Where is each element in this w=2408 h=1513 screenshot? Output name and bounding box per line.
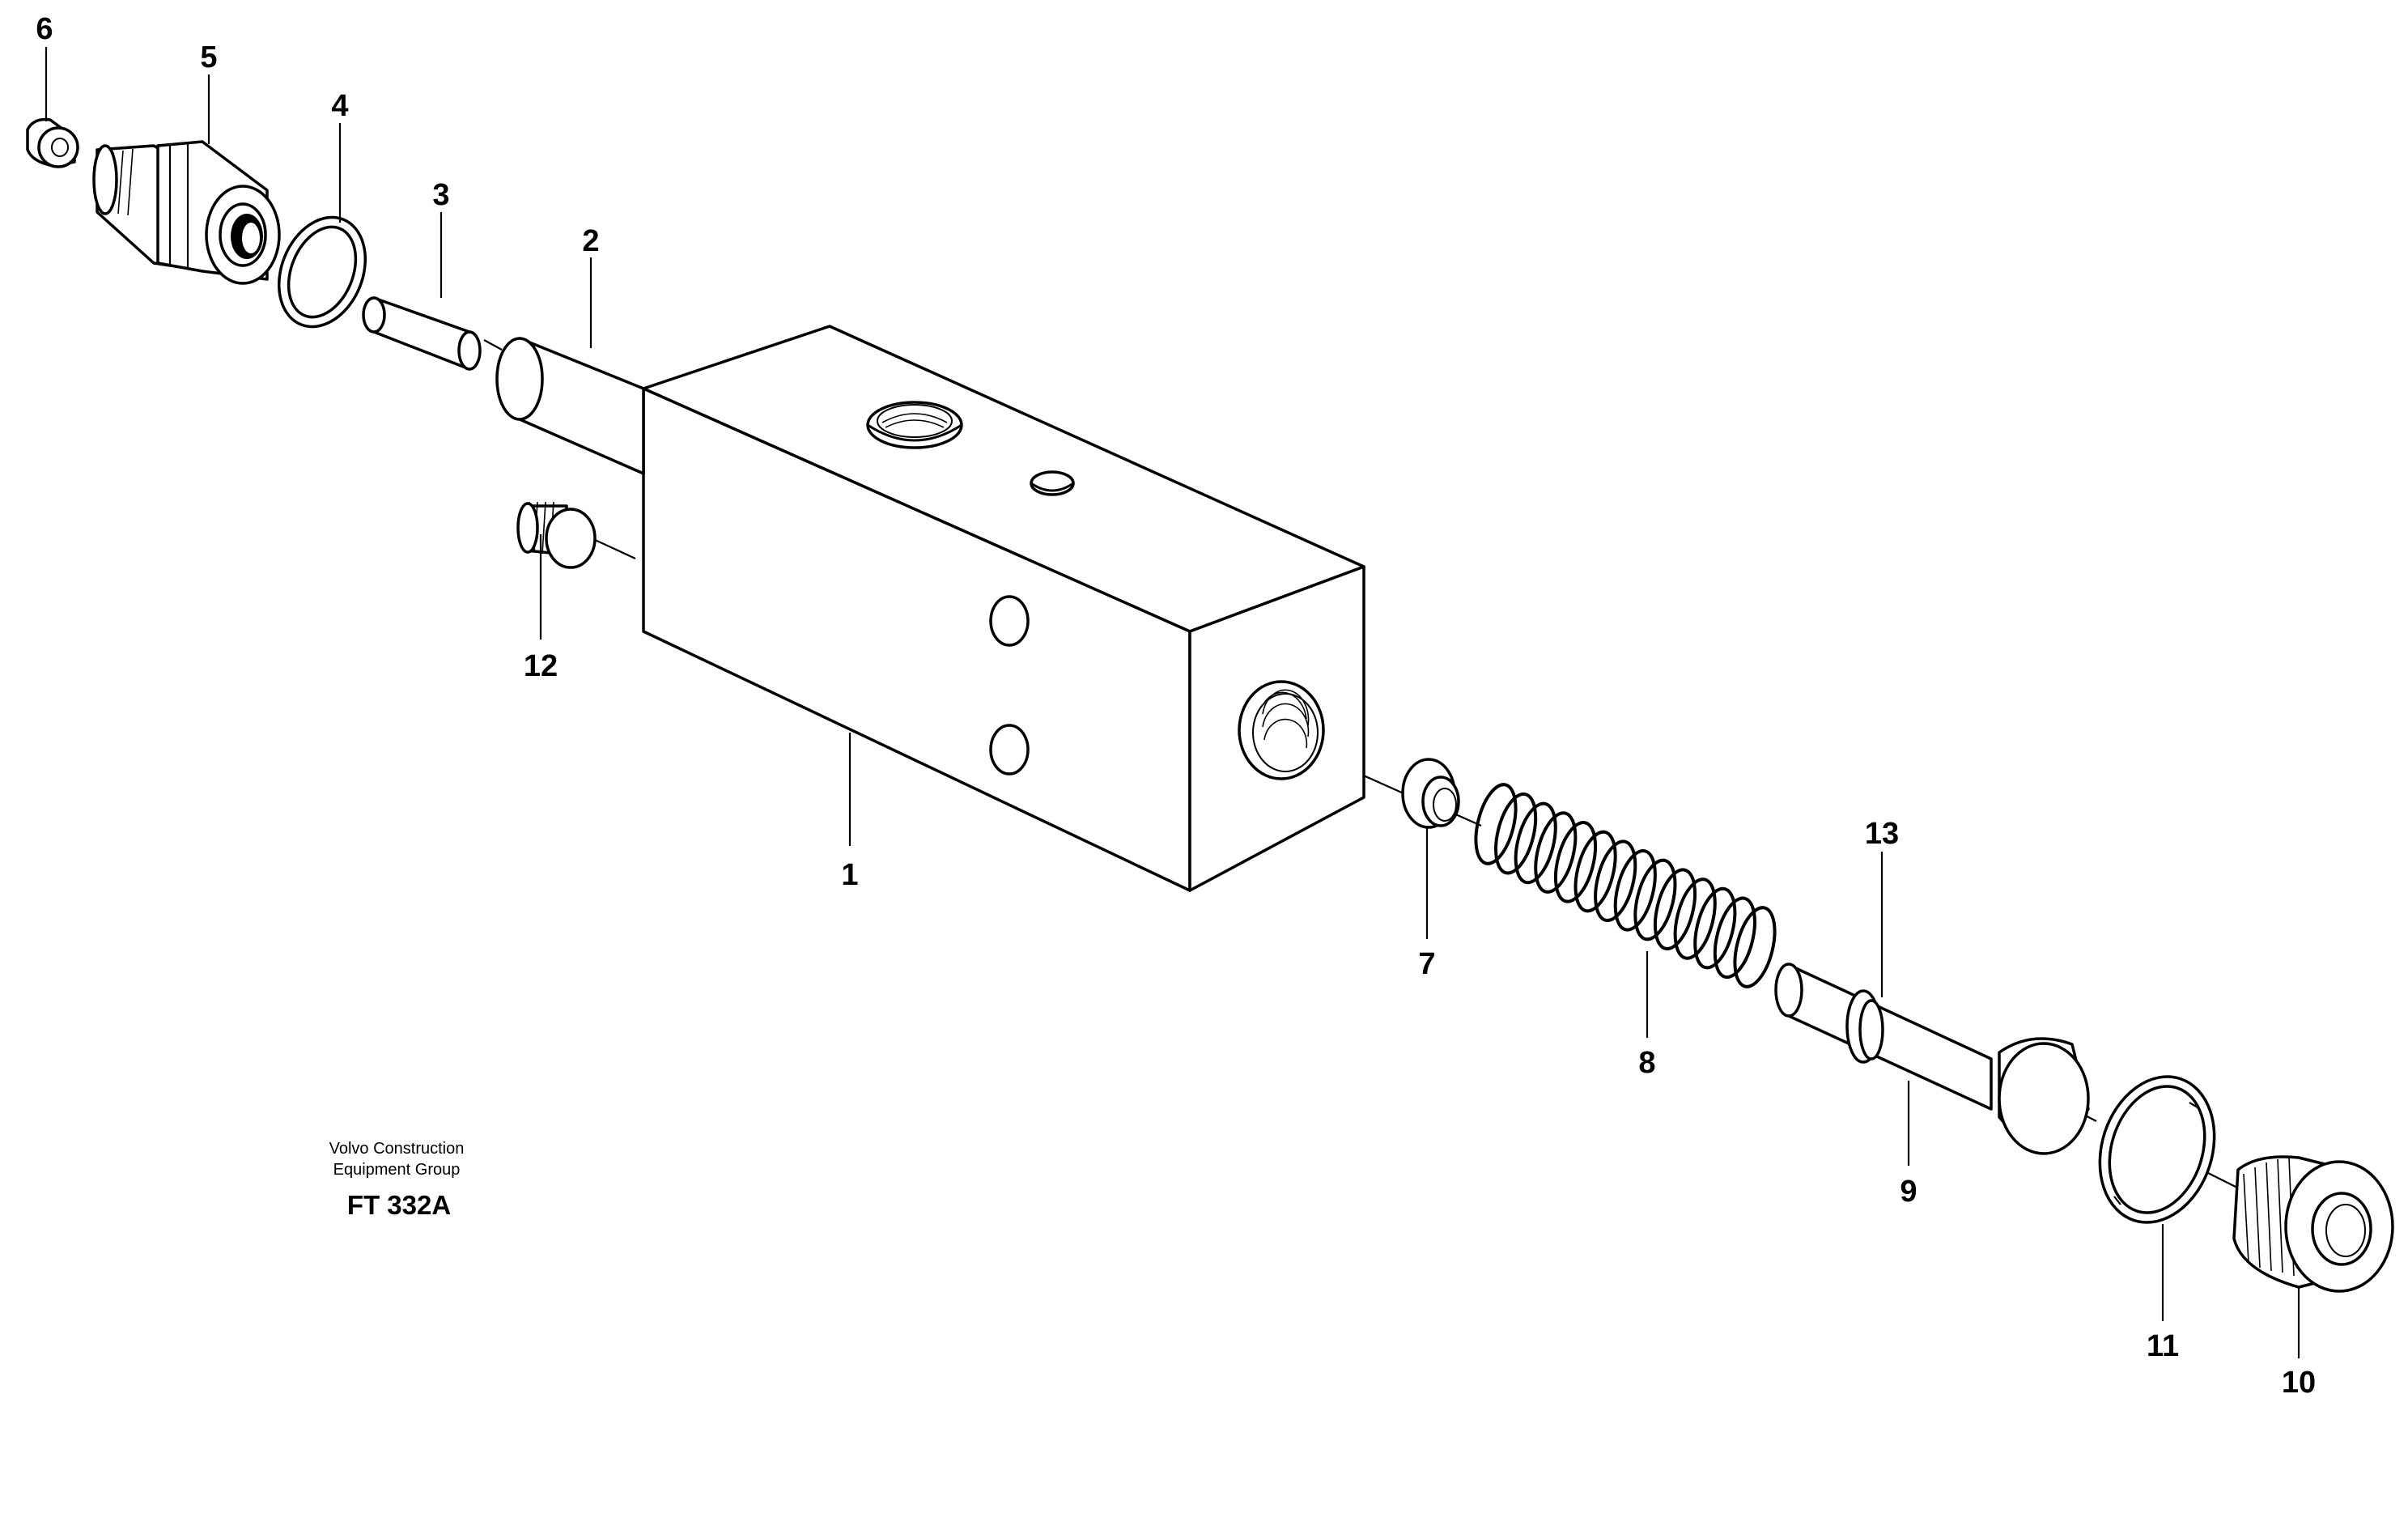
spring-part-8 [1474, 783, 1777, 988]
callout-3: 3 [432, 178, 449, 212]
spring-coil [1494, 792, 1538, 875]
callout-2: 2 [582, 224, 599, 258]
spring-coil [1594, 839, 1637, 923]
callout-8: 8 [1638, 1046, 1655, 1080]
callout-5: 5 [200, 40, 217, 74]
callout-6: 6 [36, 12, 53, 46]
callout-11: 11 [2147, 1329, 2179, 1363]
spring-coil [1553, 820, 1598, 903]
spring-coil [1673, 878, 1717, 960]
valve-block-part-1 [642, 325, 1365, 892]
spring-coil [1653, 868, 1697, 951]
fitting-part-5 [92, 140, 281, 285]
washer-part-13 [1845, 989, 1884, 1064]
callout-12: 12 [524, 649, 558, 683]
spring-coil [1534, 811, 1578, 894]
threaded-plug-part-10 [2232, 1155, 2394, 1293]
piston-part-9 [1774, 963, 2090, 1155]
callout-4: 4 [331, 89, 348, 123]
spring-coil [1474, 783, 1518, 865]
seat-part-7 [1401, 758, 1460, 829]
callout-1: 1 [841, 858, 858, 892]
spring-coil [1713, 896, 1756, 980]
spool-part-2 [495, 337, 645, 475]
spring-coil [1613, 848, 1657, 932]
spring-coil [1514, 801, 1557, 885]
cap-part-6 [26, 117, 79, 168]
snap-ring-part-11 [2098, 1075, 2216, 1224]
credit-line-2: Equipment Group [333, 1161, 461, 1179]
figure-code: FT 332A [347, 1190, 451, 1220]
spring-coil [1693, 886, 1737, 970]
spring-coil [1573, 830, 1617, 913]
callout-labels: 6 5 4 3 2 12 1 7 8 13 9 11 10 [36, 12, 2316, 1400]
spring-coil [1633, 858, 1677, 941]
plug-part-12 [516, 501, 597, 569]
o-ring-part-4 [277, 215, 367, 329]
spring-coil [1733, 906, 1777, 988]
pin-part-3 [362, 296, 482, 371]
credit-block: Volvo Construction Equipment Group FT 33… [329, 1140, 465, 1220]
callout-13: 13 [1865, 817, 1899, 851]
callout-9: 9 [1900, 1175, 1917, 1209]
credit-line-1: Volvo Construction [329, 1140, 465, 1158]
callout-10: 10 [2282, 1366, 2316, 1400]
leader-lines [45, 47, 2300, 1358]
callout-7: 7 [1418, 947, 1435, 981]
